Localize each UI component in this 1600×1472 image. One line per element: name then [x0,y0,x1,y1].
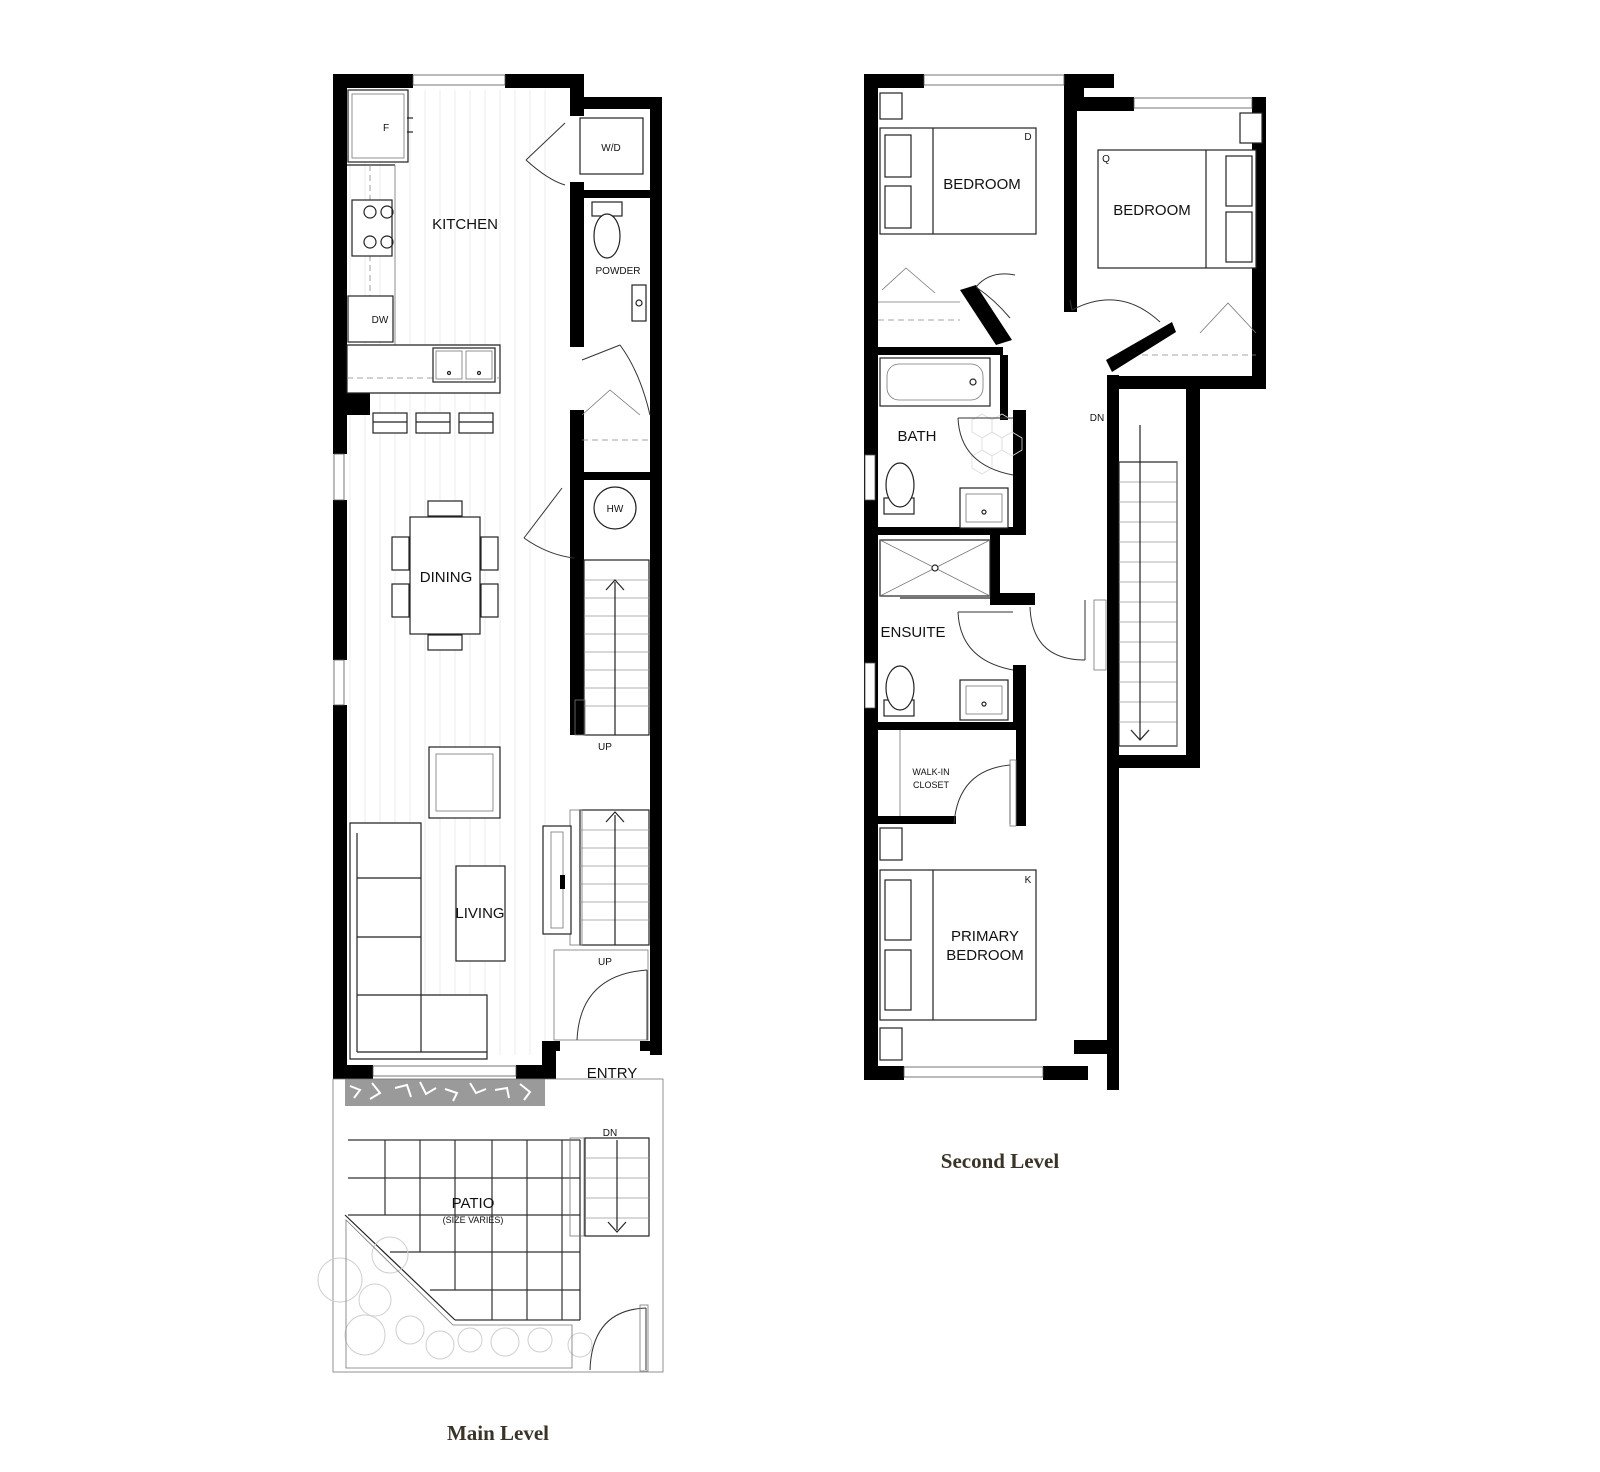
bed-size-double: D [1024,132,1031,143]
dining-table [409,516,481,635]
coffee-table [455,865,506,962]
entry-door [553,949,649,1041]
sectional-sofa [349,822,488,1060]
kitchen-area [346,89,501,434]
gate [589,1304,649,1372]
powder-label: POWDER [596,266,641,277]
ensuite-vanity [959,679,1009,721]
primary-bedroom-furniture [879,827,1037,1061]
main-labels: F W/D KITCHEN POWDER DW HW DINING UP LIV… [372,123,641,1225]
bed-size-king: K [1025,875,1032,886]
bath-label: BATH [898,428,937,445]
main-level-plan: F W/D KITCHEN POWDER DW HW DINING UP LIV… [317,74,664,1373]
ensuite-label: ENSUITE [880,624,945,641]
armchair [428,746,501,819]
landscaping [317,1219,593,1369]
bedroom-2-furniture [1069,112,1263,356]
bathtub [879,357,991,407]
living-set [349,746,572,1060]
kitchen-sink [432,347,496,383]
exterior-stair [569,1137,650,1237]
dishwasher-label: DW [372,315,389,326]
stair-down-exterior-label: DN [603,1128,617,1139]
tv-console [542,825,572,935]
second-labels: D BEDROOM Q BEDROOM DN BATH ENSUITE WALK… [880,132,1190,964]
patio-pavers [344,1139,581,1321]
hot-water-tank [593,486,637,530]
dining-set [391,500,499,651]
second-level-caption: Second Level [941,1149,1060,1173]
primary-bedroom-label-1: PRIMARY [951,928,1019,945]
powder-room [581,201,651,441]
second-walls [864,74,1266,1090]
kitchen-label: KITCHEN [432,216,498,233]
bed-size-queen: Q [1102,154,1110,165]
stair-up-upper-label: UP [598,742,612,753]
bedroom-1-furniture [878,92,1037,321]
ensuite-room [879,539,1107,721]
main-walls [333,74,662,1079]
patio-label: PATIO [452,1195,495,1212]
stair-lower [569,809,650,946]
washer-dryer-label: W/D [601,143,620,154]
dishwasher [347,295,394,343]
stair-upper [574,559,650,736]
stair-up-lower-label: UP [598,957,612,968]
stair-down-label: DN [1090,413,1104,424]
laundry-closet [525,117,644,186]
second-windows [864,74,1253,1078]
walk-in-label-1: WALK-IN [912,767,949,777]
cooktop [351,199,394,257]
patio [317,1078,664,1373]
walk-in-label-2: CLOSET [913,780,950,790]
fridge [347,89,409,163]
bar-stools [372,412,494,434]
second-level-plan: D BEDROOM Q BEDROOM DN BATH ENSUITE WALK… [864,74,1266,1090]
bedroom-1-label: BEDROOM [943,176,1021,193]
living-label: LIVING [455,905,504,922]
bedroom-2-label: BEDROOM [1113,202,1191,219]
fridge-label: F [383,123,389,134]
main-windows [333,74,517,1077]
bath-vanity [959,487,1009,529]
powder-sink [631,284,647,322]
patio-note-label: (SIZE VARIES) [443,1215,504,1225]
entry-label: ENTRY [587,1065,638,1082]
bath-room [879,357,1023,529]
second-stair [1118,425,1178,747]
hot-water-label: HW [607,504,624,515]
walk-in-closet [899,730,1017,827]
hw-closet [523,486,637,559]
dining-label: DINING [420,569,473,586]
main-level-caption: Main Level [447,1421,549,1445]
primary-bedroom-label-2: BEDROOM [946,947,1024,964]
